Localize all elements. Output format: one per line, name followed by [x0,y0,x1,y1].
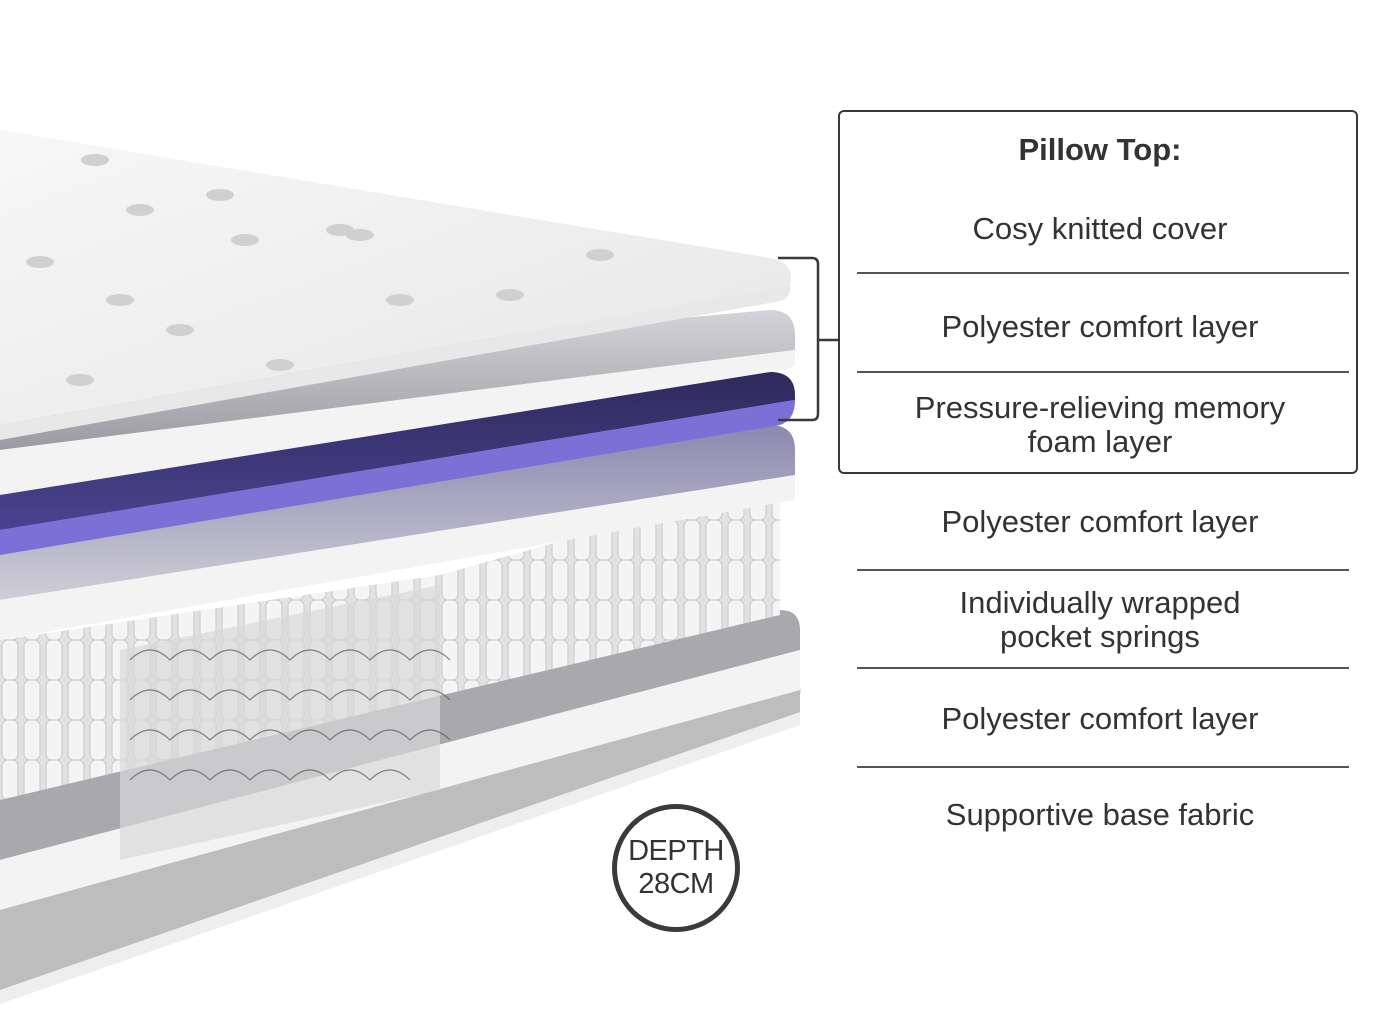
memory-foam-line2: foam layer [1027,424,1173,459]
pillow-top-box [838,110,1358,474]
layer-label-pocket-springs: Individually wrapped pocket springs [850,586,1350,654]
pillow-top-title: Pillow Top: [1018,132,1182,167]
middle-comfort-layer [0,425,795,640]
divider [857,766,1349,768]
depth-badge-line1: DEPTH [628,835,724,867]
divider [857,569,1349,571]
pillow-top-bracket [778,256,838,422]
divider [857,272,1349,274]
divider [857,667,1349,669]
mattress-illustration [0,130,838,1004]
depth-badge-value: 28CM [638,868,714,900]
divider [857,371,1349,373]
layer-label-polyester-middle: Polyester comfort layer [941,504,1259,539]
memory-foam-layer [0,372,795,555]
depth-badge: DEPTH 28CM [612,804,740,932]
base-fabric-layer [0,677,801,1004]
layer-label-base-fabric: Supportive base fabric [945,797,1255,832]
layer-label-knitted-cover: Cosy knitted cover [972,211,1228,246]
layer-label-memory-foam: Pressure-relieving memory foam layer [850,391,1350,459]
memory-foam-line1: Pressure-relieving memory [914,390,1286,425]
pocket-springs-line2: pocket springs [1000,619,1200,654]
pocket-springs-line1: Individually wrapped [959,585,1241,620]
knitted-cover-layer [0,130,791,440]
layer-label-polyester-lower: Polyester comfort layer [941,701,1259,736]
layer-label-polyester-upper: Polyester comfort layer [941,309,1259,344]
upper-comfort-layer [0,310,795,495]
pocket-springs-layer [0,480,780,860]
